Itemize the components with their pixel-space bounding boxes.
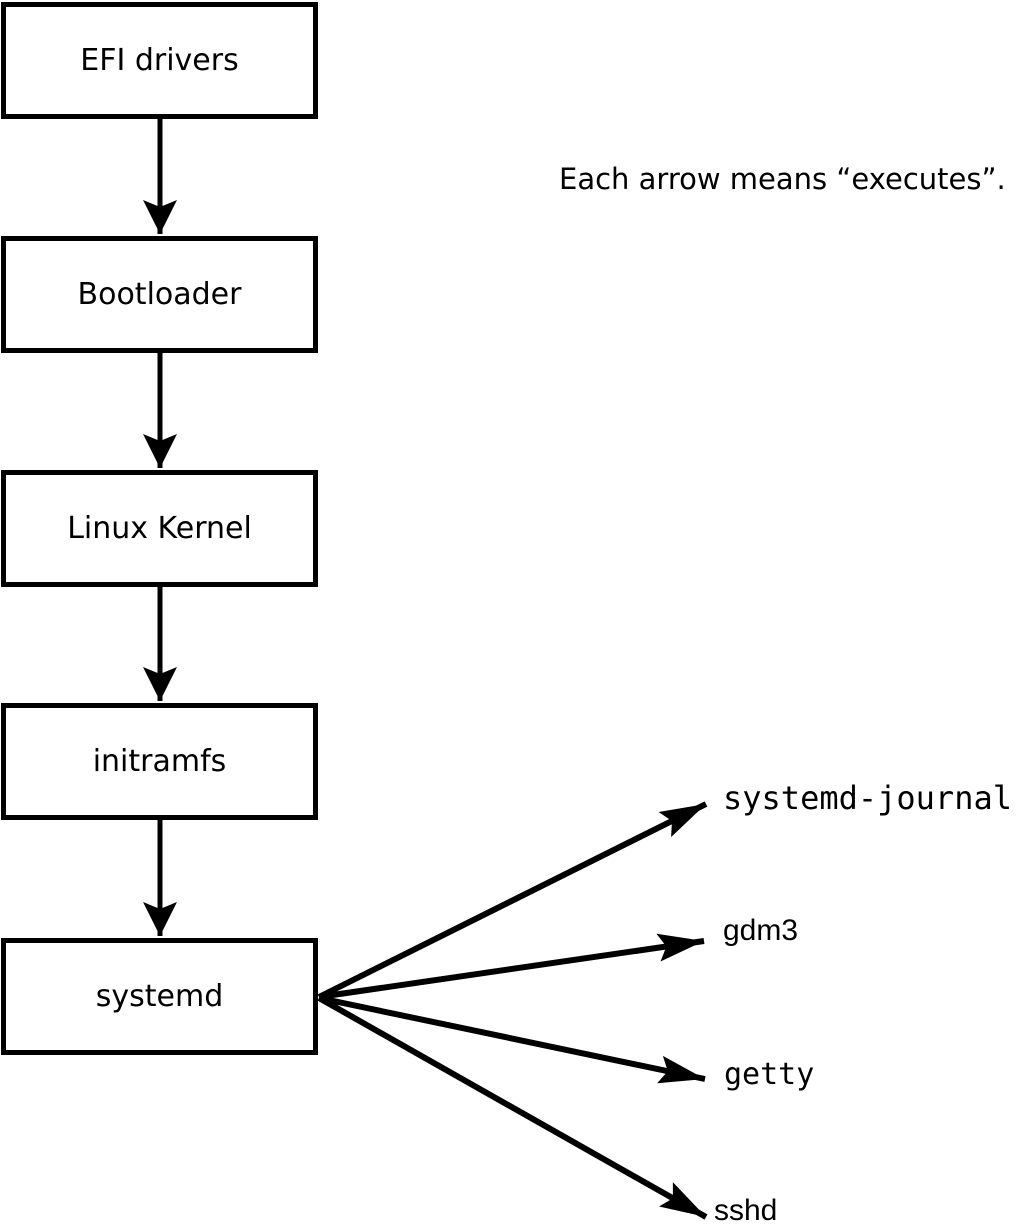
arrow-systemd-to-gdm3-icon <box>318 933 705 1000</box>
node-systemd: systemd <box>1 938 318 1055</box>
target-sshd: sshd <box>714 1194 778 1227</box>
target-getty: getty <box>724 1057 815 1092</box>
node-initramfs-label: initramfs <box>92 744 227 779</box>
node-systemd-label: systemd <box>95 979 224 1014</box>
node-linux-kernel: Linux Kernel <box>1 470 318 587</box>
target-gdm3: gdm3 <box>723 914 799 947</box>
arrow-systemd-to-getty-icon <box>318 995 706 1084</box>
arrow-systemd-to-journal-icon <box>317 801 708 1000</box>
node-efi-drivers-label: EFI drivers <box>80 43 239 78</box>
node-bootloader: Bootloader <box>1 236 318 353</box>
node-initramfs: initramfs <box>1 703 318 820</box>
legend-note: Each arrow means “executes”. <box>559 162 1006 196</box>
arrow-systemd-to-sshd-icon <box>317 995 708 1220</box>
target-systemd-journal: systemd-journal <box>723 779 1012 817</box>
node-bootloader-label: Bootloader <box>77 277 242 312</box>
node-linux-kernel-label: Linux Kernel <box>67 511 252 546</box>
node-efi-drivers: EFI drivers <box>1 2 318 119</box>
